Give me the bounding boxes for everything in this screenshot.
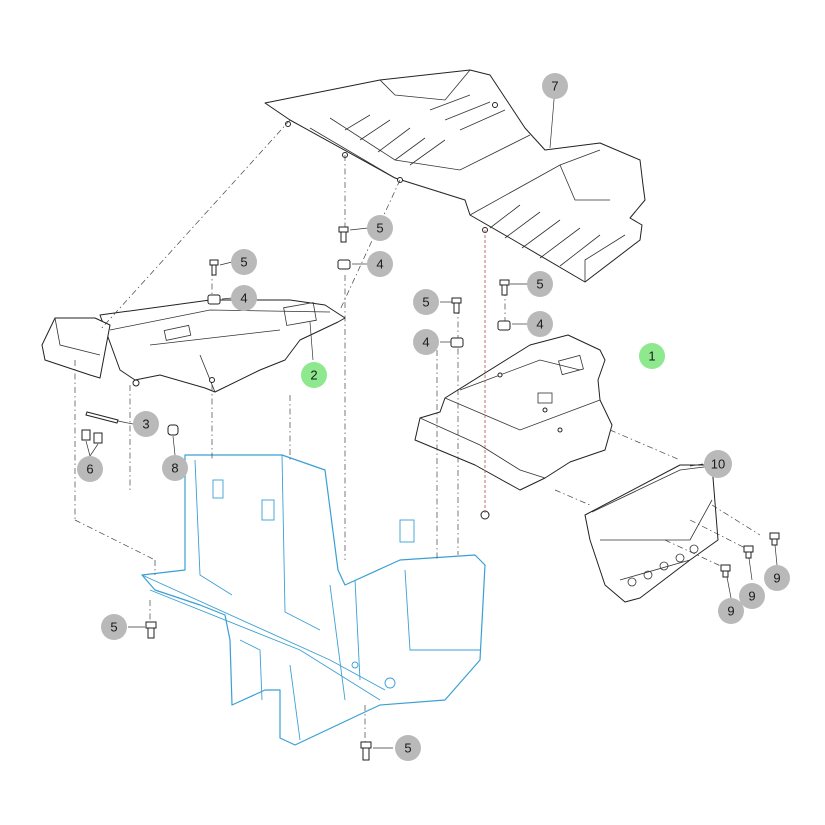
svg-text:5: 5 — [536, 277, 543, 292]
svg-text:4: 4 — [536, 317, 543, 332]
svg-text:5: 5 — [376, 221, 383, 236]
callout-5: 5 — [413, 289, 439, 315]
bolt-icon — [499, 279, 510, 296]
svg-text:4: 4 — [240, 291, 247, 306]
nut-icon — [207, 294, 221, 305]
callout-6: 6 — [77, 456, 103, 482]
grommet-icon — [167, 424, 179, 436]
callout-5: 5 — [231, 249, 257, 275]
bolt-icon — [451, 297, 462, 314]
svg-text:6: 6 — [86, 462, 93, 477]
callout-5: 5 — [367, 215, 393, 241]
bolt-icon — [360, 741, 372, 761]
tray-part — [584, 464, 719, 603]
callout-2: 2 — [301, 362, 327, 388]
right-panel-part — [414, 334, 613, 520]
svg-text:4: 4 — [376, 257, 383, 272]
svg-text:9: 9 — [773, 571, 780, 586]
bolt-icon — [720, 564, 731, 578]
callout-5: 5 — [101, 614, 127, 640]
svg-text:1: 1 — [648, 349, 655, 364]
svg-text:3: 3 — [142, 417, 149, 432]
left-panel-part — [41, 299, 346, 393]
svg-text:5: 5 — [110, 620, 117, 635]
svg-text:5: 5 — [240, 255, 247, 270]
svg-text:5: 5 — [422, 295, 429, 310]
svg-text:2: 2 — [310, 368, 317, 383]
callout-9: 9 — [739, 583, 765, 609]
callout-5: 5 — [527, 271, 553, 297]
floor-mat-part — [264, 69, 646, 283]
frame-assembly — [141, 454, 486, 746]
callout-4: 4 — [413, 329, 439, 355]
nut-icon — [497, 320, 511, 331]
svg-text:8: 8 — [171, 461, 178, 476]
nut-icon — [337, 259, 351, 270]
callout-10: 10 — [704, 450, 732, 478]
callout-7: 7 — [542, 73, 568, 99]
bolt-icon — [209, 259, 219, 276]
bolt-icon — [743, 545, 754, 559]
svg-text:10: 10 — [711, 457, 725, 472]
svg-text:9: 9 — [748, 589, 755, 604]
pin-icon — [85, 411, 119, 424]
svg-text:5: 5 — [404, 741, 411, 756]
bolt-icon — [769, 532, 780, 546]
callout-1: 1 — [639, 343, 665, 369]
nut-icon — [450, 337, 464, 348]
callout-3: 3 — [133, 411, 159, 437]
callout-8: 8 — [162, 455, 188, 481]
bolt-icon — [145, 621, 157, 639]
callout-4: 4 — [527, 311, 553, 337]
callouts: 7 5 4 5 4 2 5 5 4 4 1 3 6 8 10 9 9 9 5 5 — [77, 73, 790, 761]
svg-text:4: 4 — [422, 335, 429, 350]
callout-9: 9 — [764, 565, 790, 591]
svg-text:9: 9 — [727, 604, 734, 619]
callout-4: 4 — [367, 251, 393, 277]
hardware — [81, 226, 780, 761]
callout-5: 5 — [395, 735, 421, 761]
bolt-icon — [338, 226, 349, 243]
callout-9: 9 — [718, 598, 744, 624]
callout-4: 4 — [231, 285, 257, 311]
svg-text:7: 7 — [551, 79, 558, 94]
clip-icon — [81, 429, 103, 444]
